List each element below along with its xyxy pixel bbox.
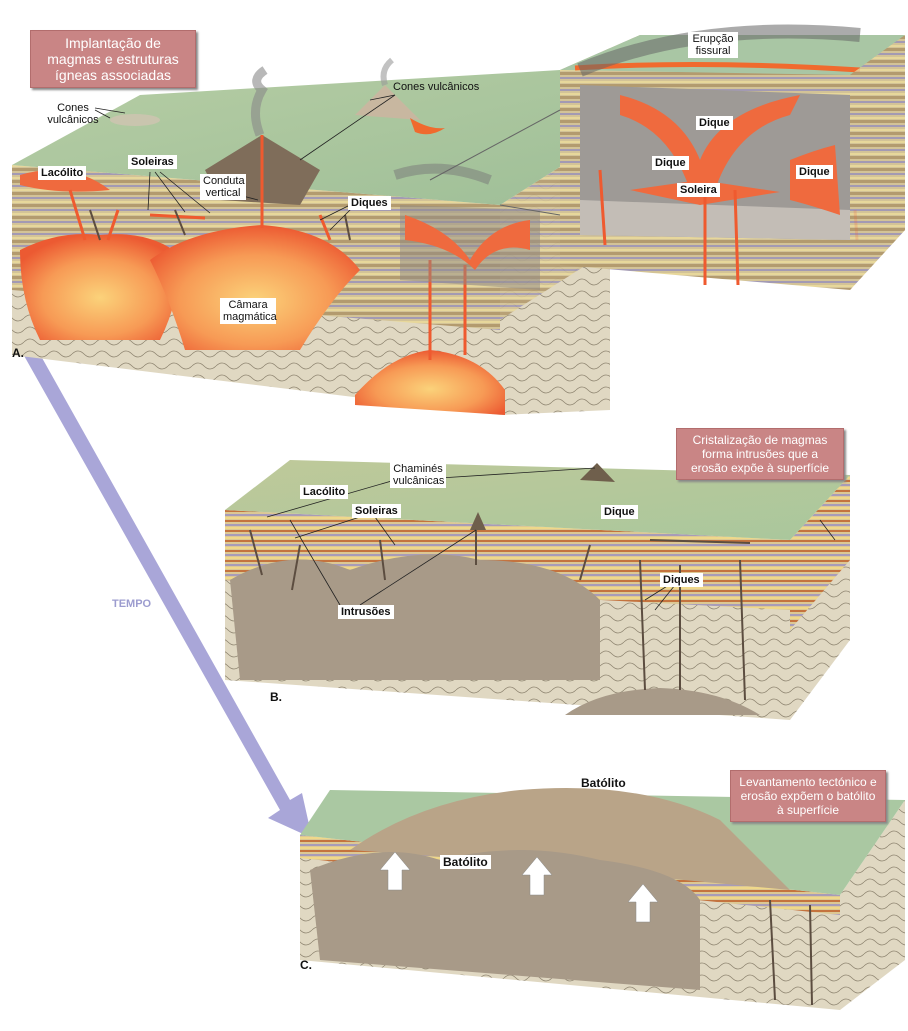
label-conduta: Conduta vertical [200, 174, 246, 200]
title-a: Implantação de magmas e estruturas ígnea… [30, 30, 196, 88]
block-c [300, 788, 905, 1010]
panel-letter-c: C. [300, 958, 312, 972]
batholith-exposed [350, 788, 790, 890]
label-camara: Câmara magmática [220, 298, 277, 324]
block-a [12, 57, 610, 415]
label-intrusoes: Intrusões [338, 605, 394, 619]
leader-lines [94, 94, 836, 611]
label-soleira: Soleira [677, 183, 720, 197]
label-soleiras-b: Soleiras [352, 504, 401, 518]
time-label: TEMPO [112, 598, 152, 610]
label-batolito-top: Batólito [581, 776, 626, 790]
intrusions [230, 554, 600, 680]
block-b [225, 460, 850, 720]
label-lacolito-b: Lacólito [300, 485, 349, 499]
label-erupcao: Erupção fissural [688, 32, 738, 58]
label-cones-left: Cones vulcânicos [47, 102, 99, 126]
label-batolito: Batólito [440, 855, 491, 869]
label-lacolito-a: Lacólito [38, 166, 87, 180]
label-soleiras-a: Soleiras [128, 155, 177, 169]
inset-fissure-eruption [560, 24, 905, 290]
panel-letter-b: B. [270, 690, 282, 704]
label-dique-b: Dique [601, 505, 638, 519]
title-c: Levantamento tectónico e erosão expõem o… [730, 770, 886, 822]
label-diques-a: Diques [348, 196, 391, 210]
title-b: Cristalização de magmas forma intrusões … [676, 428, 844, 480]
magma-chamber [150, 225, 360, 350]
label-diques-b: Diques [660, 573, 703, 587]
label-dique-2: Dique [652, 156, 689, 170]
label-cones-right: Cones vulcânicos [393, 81, 480, 93]
label-chamines: Chaminés vulcânicas [390, 462, 446, 488]
label-dique-1: Dique [696, 116, 733, 130]
time-arrow [18, 340, 312, 838]
panel-letter-a: A. [12, 346, 24, 360]
label-dique-3: Dique [796, 165, 833, 179]
